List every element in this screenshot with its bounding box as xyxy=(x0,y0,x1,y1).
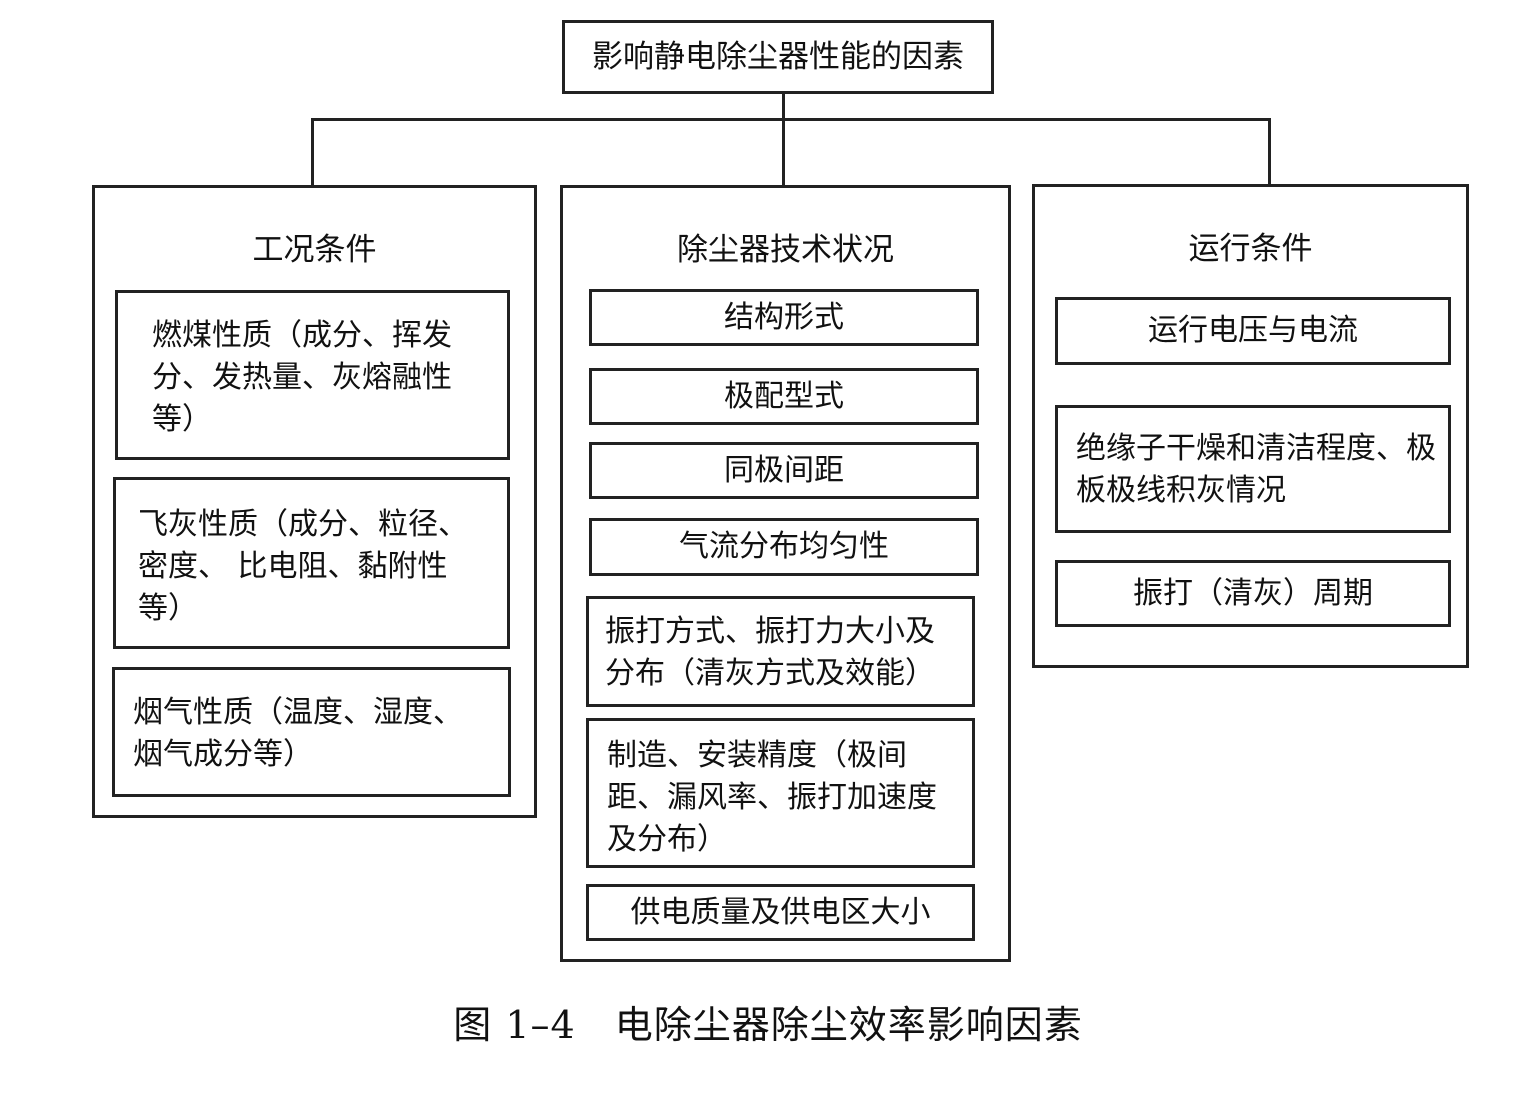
factor-gas-flow-distribution: 气流分布均匀性 xyxy=(589,518,979,576)
factor-rapping-method: 振打方式、振打力大小及分布（清灰方式及效能） xyxy=(586,596,975,707)
connector-root-down xyxy=(782,94,785,186)
root-label: 影响静电除尘器性能的因素 xyxy=(592,39,964,75)
column-title: 运行条件 xyxy=(1188,231,1313,267)
factor-insulator-ash-accumulation: 绝缘子干燥和清洁程度、极板极线积灰情况 xyxy=(1055,405,1451,533)
factor-flue-gas-properties: 烟气性质（温度、湿度、烟气成分等） xyxy=(112,667,511,797)
factor-manufacturing-installation-precision: 制造、安装精度（极间距、漏风率、振打加速度及分布） xyxy=(586,718,975,868)
root-node: 影响静电除尘器性能的因素 xyxy=(562,20,994,94)
factor-power-supply: 供电质量及供电区大小 xyxy=(586,884,975,941)
factor-structure-form: 结构形式 xyxy=(589,289,979,346)
factor-electrode-configuration: 极配型式 xyxy=(589,368,979,425)
column-title: 工况条件 xyxy=(252,232,377,268)
factor-voltage-current: 运行电压与电流 xyxy=(1055,297,1451,365)
connector-horizontal xyxy=(311,118,1271,121)
figure-caption: 图 1–4 电除尘器除尘效率影响因素 xyxy=(453,1003,1083,1047)
factor-fly-ash-properties: 飞灰性质（成分、粒径、密度、 比电阻、黏附性等） xyxy=(113,477,510,649)
connector-right-down xyxy=(1268,118,1271,186)
connector-left-down xyxy=(311,118,314,186)
factor-rapping-cycle: 振打（清灰）周期 xyxy=(1055,560,1451,627)
factor-electrode-spacing: 同极间距 xyxy=(589,442,979,499)
column-title: 除尘器技术状况 xyxy=(677,232,894,268)
factor-coal-properties: 燃煤性质（成分、挥发分、发热量、灰熔融性等） xyxy=(115,290,510,460)
